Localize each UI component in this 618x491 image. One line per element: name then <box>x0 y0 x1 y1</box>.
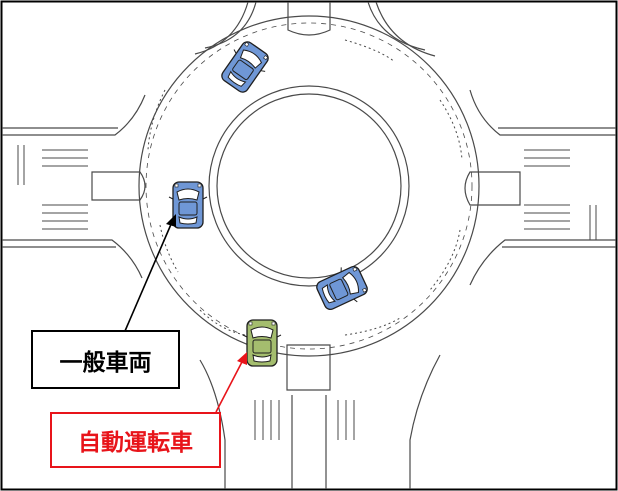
normal-vehicle-car-1 <box>215 36 275 98</box>
normal-vehicle-label: 一般車両 <box>31 330 180 389</box>
crosswalks <box>17 145 597 440</box>
autonomous-vehicle-label: 自動運転車 <box>50 412 221 468</box>
normal-vehicle-pointer-arrow <box>124 214 176 332</box>
central-island-apron <box>208 85 410 287</box>
autonomous-vehicle-pointer-arrow <box>215 352 247 413</box>
central-island <box>216 93 402 279</box>
outer-ring <box>138 15 480 357</box>
lane-marking-ring <box>145 22 473 350</box>
autonomous-vehicle-car <box>242 319 282 367</box>
normal-vehicle-car-3 <box>312 260 372 316</box>
curb-markings <box>147 39 463 336</box>
splitter-islands <box>91 2 521 489</box>
